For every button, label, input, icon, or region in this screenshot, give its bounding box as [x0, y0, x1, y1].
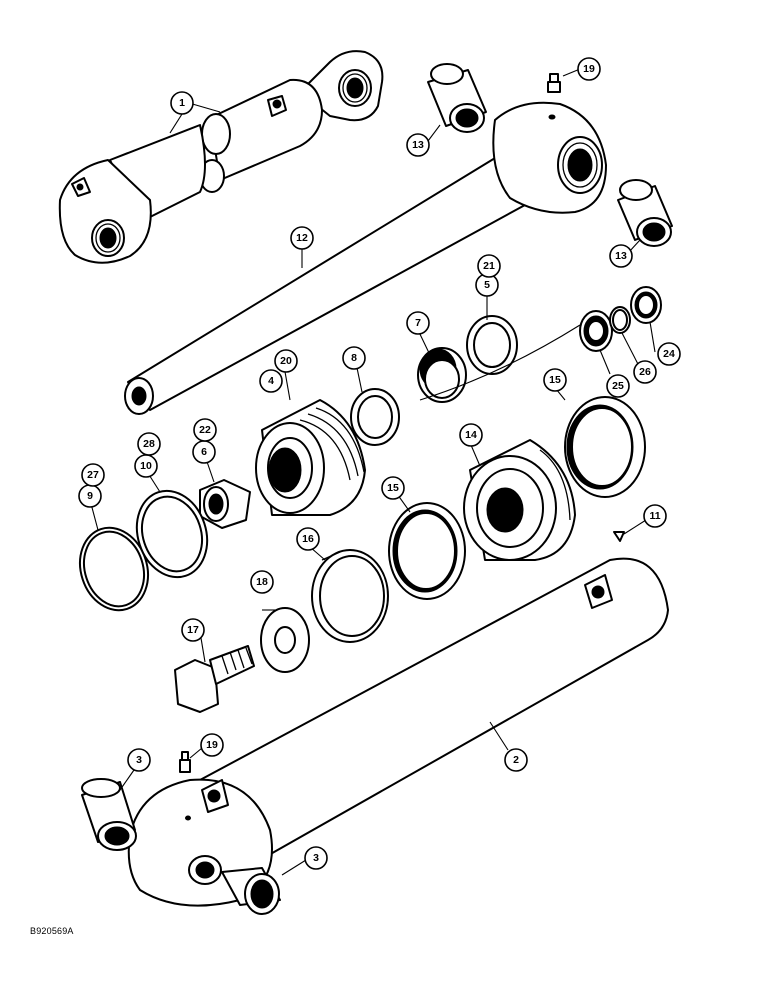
bushing-right	[617, 179, 673, 247]
callout-13b: 13	[609, 244, 633, 268]
drawing-reference-number: B920569A	[30, 926, 74, 936]
piston-rod	[124, 101, 607, 415]
o-ring-26	[609, 306, 631, 334]
bushing-upper	[427, 63, 487, 133]
gland	[255, 399, 366, 516]
wiper-seal	[466, 315, 518, 375]
svg-text:17: 17	[187, 624, 199, 636]
callout-3a: 3	[127, 748, 151, 772]
small-seal-25	[579, 310, 613, 352]
callout-13a: 13	[406, 133, 430, 157]
callout-10: 10	[134, 454, 158, 478]
callout-7: 7	[406, 311, 430, 335]
svg-text:3: 3	[313, 852, 319, 864]
svg-text:21: 21	[483, 260, 495, 272]
callout-6: 6	[192, 440, 216, 464]
bolt	[174, 645, 255, 713]
svg-text:11: 11	[649, 510, 660, 522]
svg-text:26: 26	[639, 366, 651, 378]
callout-15a: 15	[543, 368, 567, 392]
callout-22: 22	[193, 418, 217, 442]
cylinder-assembly-small	[58, 50, 384, 264]
callout-2: 2	[504, 748, 528, 772]
grease-fitting-bottom	[179, 751, 191, 773]
callout-20: 20	[274, 349, 298, 373]
svg-text:22: 22	[199, 424, 211, 436]
svg-text:4: 4	[268, 375, 274, 387]
wear-ring	[311, 549, 389, 643]
callout-27: 27	[81, 463, 105, 487]
callout-3b: 3	[304, 846, 328, 870]
callout-4: 4	[259, 369, 283, 393]
callout-14: 14	[459, 423, 483, 447]
svg-text:27: 27	[87, 469, 99, 481]
backup-ring	[350, 388, 400, 446]
svg-text:13: 13	[615, 250, 627, 262]
svg-text:16: 16	[302, 533, 314, 545]
svg-text:18: 18	[256, 576, 268, 588]
svg-text:6: 6	[201, 446, 207, 458]
callout-9: 9	[78, 484, 102, 508]
lock-nut	[199, 479, 251, 529]
callout-21: 21	[477, 254, 501, 278]
svg-text:15: 15	[549, 374, 561, 386]
seal-set-bracket	[419, 324, 581, 401]
svg-text:10: 10	[140, 460, 152, 472]
callout-17: 17	[181, 618, 205, 642]
callout-12: 12	[290, 226, 314, 250]
washer	[260, 607, 310, 673]
svg-text:3: 3	[136, 754, 142, 766]
screw-plug	[613, 531, 625, 542]
backup-ring-large	[135, 489, 209, 579]
callout-1: 1	[170, 91, 194, 115]
callout-16: 16	[296, 527, 320, 551]
callout-18: 18	[250, 570, 274, 594]
svg-text:5: 5	[484, 279, 490, 291]
svg-text:19: 19	[583, 63, 595, 75]
svg-text:28: 28	[143, 438, 155, 450]
callout-group: 1 2 3 3 4 5 6 7 8 9 10 11 12 13 13 14 15…	[78, 57, 681, 870]
svg-text:12: 12	[296, 232, 308, 244]
svg-text:2: 2	[513, 754, 519, 766]
piston-seal-right	[564, 396, 646, 498]
svg-text:19: 19	[206, 739, 218, 751]
callout-8: 8	[342, 346, 366, 370]
cylinder-barrel	[127, 557, 669, 907]
svg-text:1: 1	[179, 97, 185, 109]
svg-text:13: 13	[412, 139, 424, 151]
callout-19a: 19	[577, 57, 601, 81]
svg-text:25: 25	[612, 380, 624, 392]
rod-seal	[417, 347, 467, 403]
grease-fitting-top	[547, 73, 561, 93]
svg-text:8: 8	[351, 352, 357, 364]
piston-seal-left	[388, 502, 466, 600]
callout-11: 11	[643, 504, 667, 528]
svg-text:20: 20	[280, 355, 292, 367]
callout-28: 28	[137, 432, 161, 456]
o-ring-large	[79, 526, 149, 612]
svg-text:9: 9	[87, 490, 93, 502]
bushing-lower-right	[221, 867, 281, 915]
callout-26: 26	[633, 360, 657, 384]
svg-text:14: 14	[465, 429, 477, 441]
callout-19b: 19	[200, 733, 224, 757]
bushing-lower-left	[81, 778, 137, 851]
svg-text:7: 7	[415, 317, 421, 329]
svg-text:15: 15	[387, 482, 399, 494]
callout-25: 25	[606, 374, 630, 398]
svg-text:24: 24	[663, 348, 675, 360]
callout-24: 24	[657, 342, 681, 366]
piston	[463, 439, 576, 561]
small-seal-24	[630, 286, 662, 324]
callout-15b: 15	[381, 476, 405, 500]
